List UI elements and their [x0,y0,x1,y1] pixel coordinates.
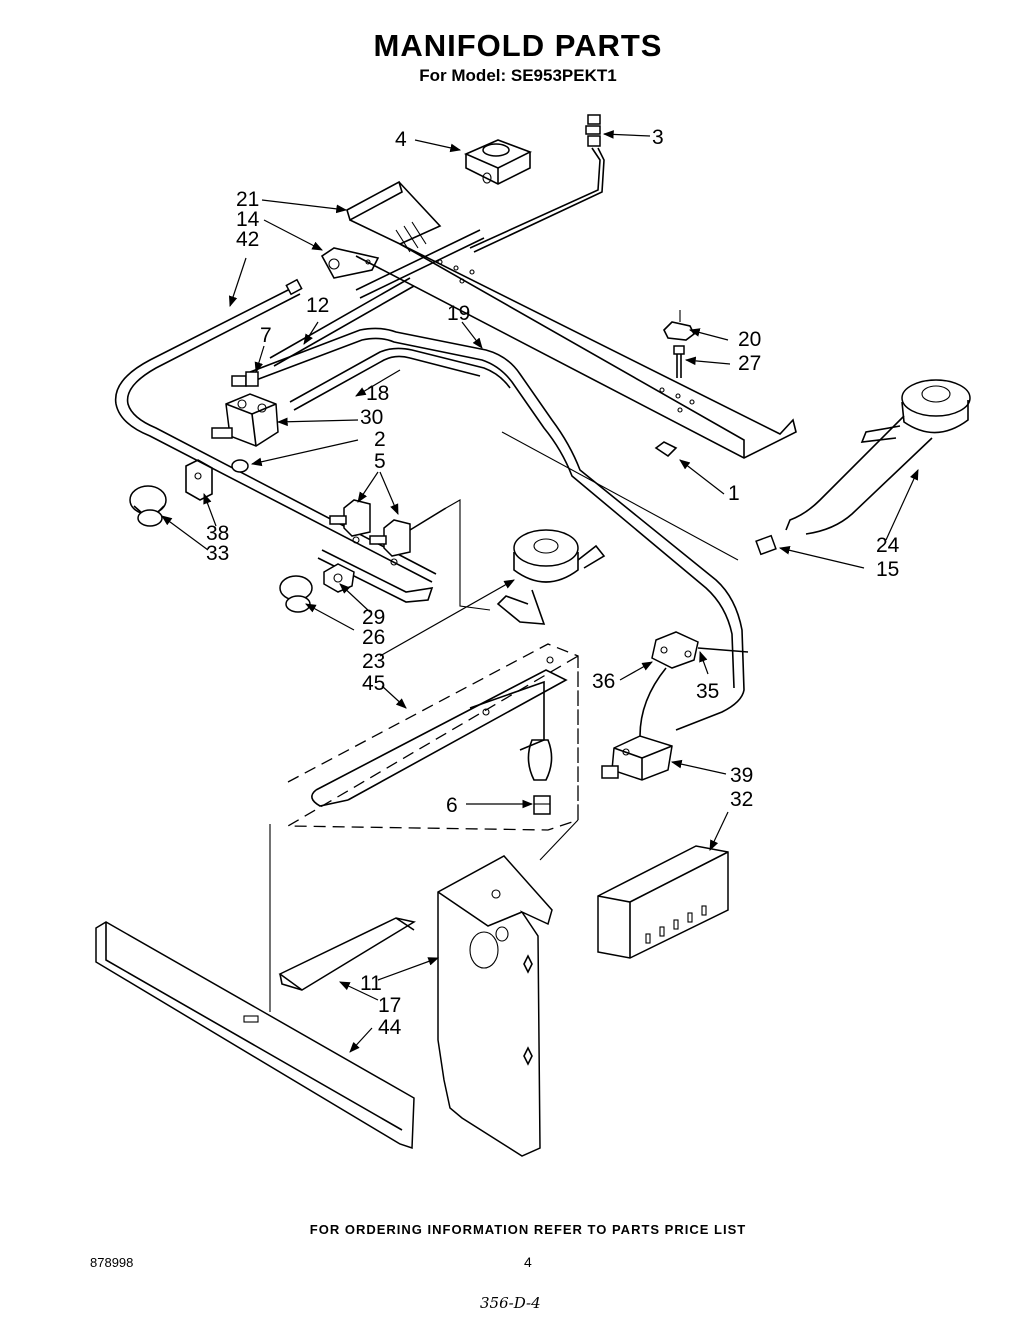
callout-19: 19 [447,302,470,325]
callout-18: 18 [366,382,389,405]
thermostat-capillary [639,667,667,744]
ordering-info-note: FOR ORDERING INFORMATION REFER TO PARTS … [309,1222,747,1237]
callout-24: 24 [876,534,900,557]
callout-14: 14 [236,208,260,231]
callout-3: 3 [652,126,664,149]
callout-44: 44 [378,1016,402,1039]
callout-11: 11 [360,972,382,995]
part-6-orifice [533,795,551,815]
part-26-knob [279,575,313,613]
part-11-burner-cover [437,855,553,1157]
callout-38: 38 [206,522,229,545]
callout-30: 30 [360,406,383,429]
callout-6: 6 [446,794,458,817]
part-2-washer [231,459,249,473]
part-38-bracket [185,459,213,501]
callout-12: 12 [306,294,329,317]
callout-1: 1 [728,482,740,505]
callout-17: 17 [378,994,401,1017]
part-39-thermostat [601,735,673,781]
part-5-valves [329,499,447,566]
part-3-fitting [469,114,605,253]
part-29-bezel [323,563,355,593]
part-32-junction-box [597,845,729,959]
part-15-orifice [755,534,777,556]
part-17-pan [278,917,416,991]
part-35-bracket [651,631,749,669]
callout-5: 5 [374,450,386,473]
part-21-manifold-bracket [346,180,797,459]
part-20-clip [663,310,696,341]
document-number: 878998 [90,1255,134,1270]
callout-32: 32 [730,788,753,811]
part-42-manifold-pipe [114,229,485,583]
model-subtitle: For Model: SE953PEKT1 [419,66,617,85]
part-4-regulator [464,139,532,185]
part-18-tube [289,347,511,411]
gas-line [501,431,739,561]
wire-lead [445,499,491,611]
callout-29: 29 [362,606,385,629]
valve-mounting-bar [317,549,434,603]
part-7-fitting [231,371,259,387]
callout-7: 7 [260,324,272,347]
callout-45: 45 [362,672,385,695]
handwritten-note: 356-D-4 [480,1294,541,1312]
callout-42: 42 [236,228,259,251]
callout-27: 27 [738,352,761,375]
part-24-burner [785,379,971,535]
part-19-tube [249,327,745,731]
part-27-screw [673,345,685,378]
part-1-clip [654,441,678,458]
callout-35: 35 [696,680,719,703]
callout-23: 23 [362,650,385,673]
callout-2: 2 [374,428,386,451]
part-12-tube [269,277,415,367]
part-23-burner [496,529,606,625]
guide-line-right [539,819,579,861]
callout-15: 15 [876,558,899,581]
callout-21: 21 [236,188,259,211]
part-14-bracket [320,247,380,279]
part-45-oven-burner [285,643,579,831]
callout-39: 39 [730,764,753,787]
part-30-valve [211,393,279,447]
page-title: MANIFOLD PARTS [373,28,663,63]
callout-33: 33 [206,542,229,565]
callout-20: 20 [738,328,761,351]
page-number: 4 [524,1254,532,1270]
callout-26: 26 [362,626,385,649]
part-44-panel [95,921,415,1150]
callout-4: 4 [395,128,407,151]
part-33-knob [129,485,167,527]
callout-36: 36 [592,670,615,693]
